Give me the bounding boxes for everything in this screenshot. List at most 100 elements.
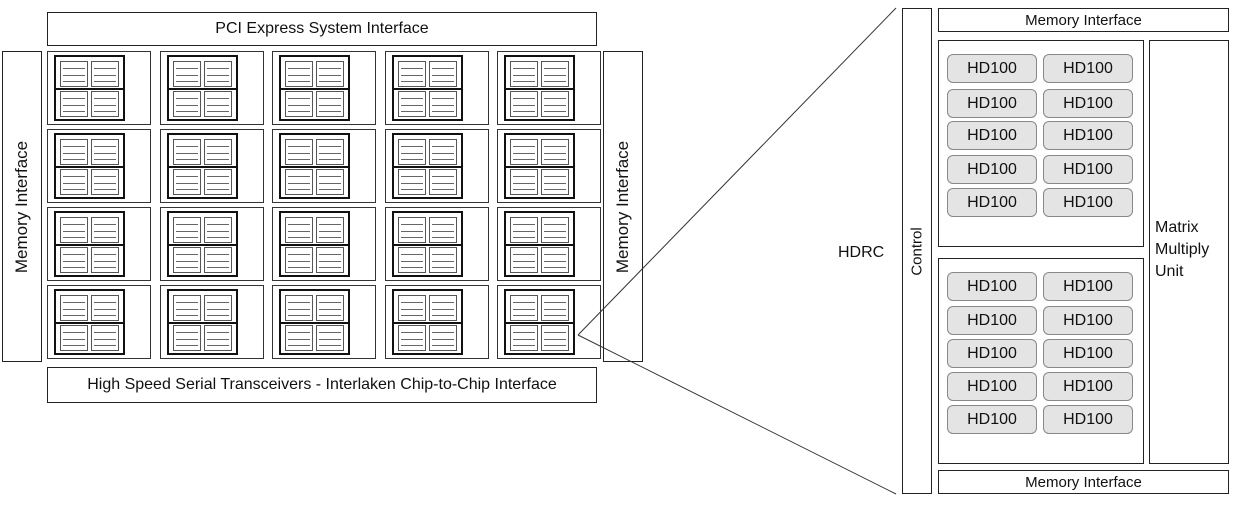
tile-core bbox=[279, 133, 350, 199]
memory-bank bbox=[60, 247, 88, 273]
memory-bank bbox=[203, 61, 232, 87]
memory-bank bbox=[397, 169, 426, 195]
tile-core bbox=[166, 289, 238, 355]
memory-bank bbox=[172, 61, 201, 87]
memory-bank bbox=[397, 91, 426, 117]
hd100-unit: HD100 bbox=[1043, 155, 1133, 184]
memory-bank bbox=[91, 61, 119, 87]
memory-bank bbox=[60, 91, 88, 117]
core-divider bbox=[168, 166, 236, 168]
core-divider bbox=[281, 244, 348, 246]
tile-core bbox=[504, 55, 575, 121]
hdrc-label: HDRC bbox=[838, 244, 885, 261]
core-divider bbox=[506, 244, 573, 246]
core-divider bbox=[56, 166, 123, 168]
memory-bank bbox=[91, 139, 119, 165]
memory-bank bbox=[172, 247, 201, 273]
memory-bank bbox=[541, 325, 569, 351]
right-memory-label: Memory Interface bbox=[613, 140, 633, 273]
hdrc-tile bbox=[497, 207, 601, 281]
hd100-unit: HD100 bbox=[947, 272, 1037, 301]
memory-bank bbox=[316, 217, 344, 243]
tile-core bbox=[279, 55, 350, 121]
memory-bank bbox=[60, 169, 88, 195]
core-divider bbox=[281, 322, 348, 324]
core-divider bbox=[281, 88, 348, 90]
tile-core bbox=[279, 289, 350, 355]
memory-bank bbox=[428, 169, 457, 195]
memory-bank bbox=[316, 61, 344, 87]
memory-bank bbox=[203, 139, 232, 165]
tile-core bbox=[391, 55, 463, 121]
memory-bank bbox=[510, 325, 538, 351]
hdrc-tile bbox=[159, 285, 264, 359]
tile-core bbox=[391, 211, 463, 277]
hd100-unit: HD100 bbox=[1043, 272, 1133, 301]
memory-bank bbox=[428, 325, 457, 351]
tile-core bbox=[54, 289, 125, 355]
memory-bank bbox=[172, 169, 201, 195]
memory-bank bbox=[397, 295, 426, 321]
memory-bank bbox=[397, 247, 426, 273]
memory-bank bbox=[541, 169, 569, 195]
bottom-memory-label: Memory Interface bbox=[1025, 473, 1142, 491]
memory-bank bbox=[541, 217, 569, 243]
tile-core bbox=[391, 289, 463, 355]
hdrc-tile bbox=[47, 207, 151, 281]
hdrc-tile bbox=[159, 207, 264, 281]
hd100-unit: HD100 bbox=[947, 89, 1037, 118]
hd100-unit: HD100 bbox=[947, 54, 1037, 83]
hd100-unit: HD100 bbox=[947, 339, 1037, 368]
core-divider bbox=[168, 322, 236, 324]
memory-bank bbox=[316, 169, 344, 195]
hdrc-tile bbox=[272, 285, 376, 359]
tile-core bbox=[54, 133, 125, 199]
memory-bank bbox=[172, 139, 201, 165]
hd100-unit: HD100 bbox=[1043, 121, 1133, 150]
tile-core bbox=[504, 211, 575, 277]
core-divider bbox=[393, 166, 461, 168]
tile-core bbox=[54, 211, 125, 277]
hd100-unit: HD100 bbox=[947, 405, 1037, 434]
memory-bank bbox=[541, 61, 569, 87]
memory-bank bbox=[428, 295, 457, 321]
tile-grid bbox=[47, 51, 601, 363]
matrix-label-line2: Multiply bbox=[1155, 241, 1210, 258]
hdrc-tile bbox=[497, 129, 601, 203]
memory-bank bbox=[91, 169, 119, 195]
core-divider bbox=[168, 244, 236, 246]
hdrc-tile bbox=[272, 129, 376, 203]
memory-bank bbox=[428, 217, 457, 243]
matrix-label-line3: Unit bbox=[1155, 263, 1184, 280]
hdrc-tile bbox=[384, 129, 489, 203]
hdrc-tile bbox=[497, 285, 601, 359]
hdrc-tile bbox=[497, 51, 601, 125]
hd100-unit: HD100 bbox=[1043, 372, 1133, 401]
memory-bank bbox=[172, 325, 201, 351]
memory-bank bbox=[285, 247, 313, 273]
tile-core bbox=[54, 55, 125, 121]
core-divider bbox=[56, 322, 123, 324]
right-memory-interface: Memory Interface bbox=[603, 51, 643, 362]
memory-bank bbox=[91, 295, 119, 321]
memory-bank bbox=[397, 325, 426, 351]
hd100-unit: HD100 bbox=[1043, 339, 1133, 368]
memory-bank bbox=[285, 217, 313, 243]
memory-bank bbox=[172, 295, 201, 321]
matrix-label-line1: Matrix bbox=[1155, 219, 1199, 236]
hd100-unit: HD100 bbox=[1043, 188, 1133, 217]
tile-core bbox=[166, 133, 238, 199]
hd100-unit: HD100 bbox=[947, 306, 1037, 335]
hdrc-tile bbox=[47, 285, 151, 359]
memory-bank bbox=[91, 91, 119, 117]
serial-transceivers-label: High Speed Serial Transceivers - Interla… bbox=[87, 376, 557, 393]
hdrc-tile bbox=[47, 51, 151, 125]
memory-bank bbox=[541, 139, 569, 165]
tile-core bbox=[504, 289, 575, 355]
memory-bank bbox=[428, 61, 457, 87]
core-divider bbox=[281, 166, 348, 168]
core-divider bbox=[393, 244, 461, 246]
memory-bank bbox=[203, 91, 232, 117]
hd100-unit: HD100 bbox=[1043, 89, 1133, 118]
